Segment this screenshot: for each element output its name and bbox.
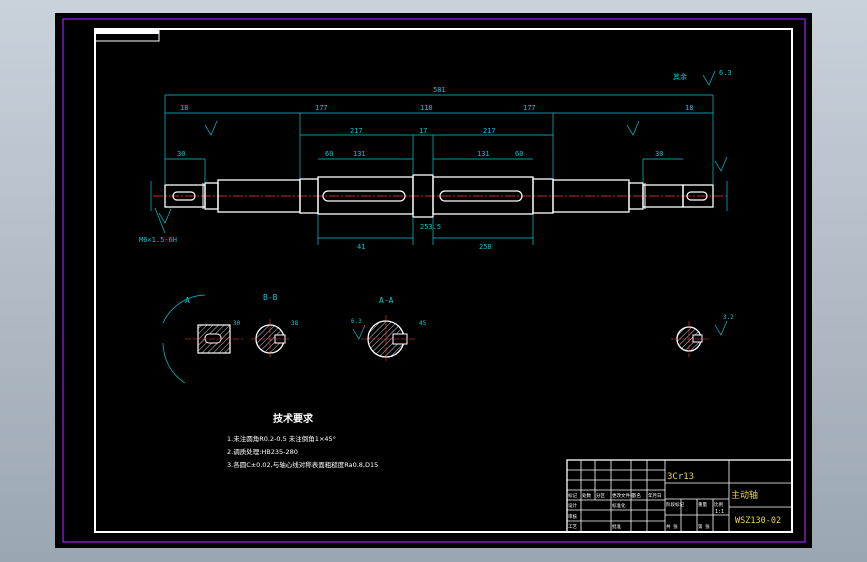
section-aa-label: A-A — [379, 296, 394, 305]
dim-bottom-2: 253.5 — [420, 223, 441, 231]
tech-req-title: 技术要求 — [273, 412, 314, 425]
roughness-label: 其余 — [673, 72, 687, 81]
dim-mid-2: 17 — [419, 127, 427, 135]
section-dim-bb: 38 — [291, 320, 299, 327]
tb-label-process: 工艺 — [568, 524, 577, 530]
dim-mid-1: 217 — [350, 127, 363, 135]
tb-label-mark: 标记 — [568, 492, 577, 499]
dim-bottom-1: 41 — [357, 243, 365, 251]
section-bb-label: B-B — [263, 293, 278, 302]
section-roughness-right: 3.2 — [723, 314, 734, 321]
tb-drawing-number: WSZ130-02 — [735, 516, 781, 526]
dim-inner-3: 131 — [477, 150, 490, 158]
dim-left-1: 30 — [177, 150, 185, 158]
tb-part-name: 主动轴 — [731, 489, 758, 501]
tech-req-line-3: 3.各圆C±0.02,与轴心线对称表面粗糙度Ra0.8,D15 — [227, 460, 378, 469]
tb-label-file: 更改文件号 — [612, 492, 635, 499]
view-a-label: A — [185, 296, 190, 305]
drawing-sheet: 其余 6.3 581 18 177 118 177 18 217 17 217 … — [62, 18, 806, 543]
title-block — [566, 459, 793, 533]
section-bb-view: B-B 38 — [251, 293, 299, 359]
chamfer-note: M6×1.5-6H — [139, 236, 177, 244]
tb-label-stage: 阶段标记 — [666, 501, 684, 508]
tb-label-ratio: 比例 — [714, 501, 723, 508]
dim-top-3: 118 — [420, 104, 433, 112]
tb-label-std: 标准化 — [612, 502, 626, 509]
dim-mid-3: 217 — [483, 127, 496, 135]
dim-top-5: 18 — [685, 104, 693, 112]
tb-label-weight: 重量 — [698, 501, 707, 508]
cad-viewport[interactable]: 其余 6.3 581 18 177 118 177 18 217 17 217 … — [55, 13, 812, 548]
overall-length-dim: 581 — [433, 86, 446, 94]
tb-label-approve: 批准 — [612, 523, 621, 530]
tb-label-date: 年月日 — [648, 492, 662, 499]
dimension-lines — [150, 70, 728, 245]
tb-label-total: 共 张 — [666, 523, 678, 530]
roughness-value: 6.3 — [719, 69, 732, 77]
outer-border — [62, 18, 806, 543]
section-aa-view: A-A 45 6.3 — [351, 296, 427, 363]
tb-label-review: 审核 — [568, 513, 577, 520]
tb-label-sheet: 第 张 — [698, 523, 710, 530]
dim-inner-2: 131 — [353, 150, 366, 158]
shaft-main-view — [153, 174, 727, 218]
tech-requirements: 技术要求 1.未注圆角R0.2-0.5 未注倒角1×45° 2.调质处理:HB2… — [227, 412, 378, 469]
tb-material: 3Cr13 — [667, 472, 694, 482]
section-right-view: 3.2 — [671, 314, 734, 357]
tb-label-zone: 分区 — [596, 492, 605, 499]
dim-top-4: 177 — [523, 104, 536, 112]
section-roughness-aa: 6.3 — [351, 318, 362, 325]
dim-top-1: 18 — [180, 104, 188, 112]
dim-inner-1: 60 — [325, 150, 333, 158]
dim-top-2: 177 — [315, 104, 328, 112]
tb-label-sign: 签名 — [632, 492, 641, 499]
dim-inner-4: 60 — [515, 150, 523, 158]
view-a-detail: A 30 — [162, 294, 243, 384]
tech-req-line-1: 1.未注圆角R0.2-0.5 未注倒角1×45° — [227, 434, 336, 443]
dim-bottom-3: 258 — [479, 243, 492, 251]
tb-label-count: 处数 — [582, 492, 591, 499]
section-dim-a: 30 — [233, 320, 241, 327]
tech-req-line-2: 2.调质处理:HB235-280 — [227, 447, 298, 456]
tb-label-design: 设计 — [568, 502, 577, 509]
inner-border — [94, 28, 793, 533]
tb-scale: 1:1 — [715, 509, 724, 515]
dim-left-2: 30 — [655, 150, 663, 158]
section-dim-aa: 45 — [419, 320, 427, 327]
